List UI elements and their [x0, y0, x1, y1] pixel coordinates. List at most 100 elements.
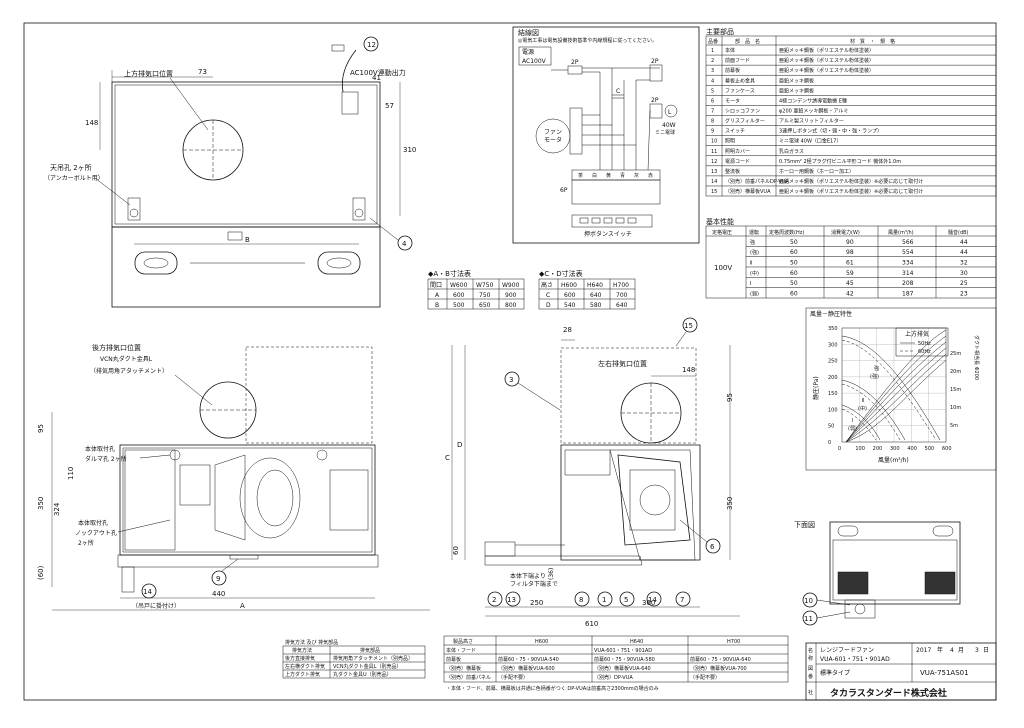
wiring-note: ◎電気工事は電気設備技術基準や内線規程に従ってください。 [518, 37, 657, 44]
svg-text:運転: 運転 [749, 230, 759, 236]
pq-y2label: ダクト相当長 Φ200 [973, 335, 980, 380]
svg-text:W900: W900 [502, 282, 520, 289]
model-table-cell: 前幕60・75・90VUA-540 [498, 656, 559, 663]
perf-noise: 44 [960, 249, 968, 256]
pq-ytick: 250 [828, 359, 838, 365]
callout-10: 10 [802, 592, 851, 608]
perf-noise: 30 [960, 270, 968, 277]
svg-text:VCN丸ダクト金具L: VCN丸ダクト金具L [100, 355, 153, 363]
parts-row-no: 9 [711, 129, 714, 135]
parts-row-name: シロッコファン [725, 108, 760, 114]
svg-text:消費電力(W): 消費電力(W) [831, 229, 860, 236]
svg-text:900: 900 [505, 292, 517, 299]
svg-text:部 品 名: 部 品 名 [735, 38, 760, 45]
perf-hz: 60 [790, 249, 798, 256]
perf-watt: 59 [846, 270, 854, 277]
pq-ylabel: 静圧(Pa) [812, 376, 820, 400]
parts-row-no: 12 [711, 159, 717, 165]
svg-text:11: 11 [804, 615, 813, 623]
svg-text:7: 7 [680, 596, 684, 604]
svg-text:品番: 品番 [708, 38, 718, 45]
perf-watt: 98 [846, 249, 854, 256]
perf-mode: (強) [750, 249, 759, 256]
callout-4: 4 [369, 217, 413, 251]
svg-text:赤: 赤 [648, 173, 653, 179]
svg-text:700: 700 [616, 292, 628, 299]
svg-text:定格電圧: 定格電圧 [712, 229, 732, 236]
label-ceiling-holes: 天吊孔 2ヶ所 [50, 163, 92, 172]
parts-row-spec: φ200 亜鉛メッキ鋼板・アルミ [779, 107, 848, 114]
perf-airflow: 187 [902, 290, 914, 297]
dim-310: 310 [403, 146, 416, 154]
parts-row-no: 6 [711, 98, 714, 104]
svg-text:2P: 2P [651, 58, 659, 65]
parts-row-spec: 亜鉛メッキ鋼板（ポリエステル粉体塗装）※必要に応じて取付け [779, 178, 923, 185]
svg-text:2ヶ所: 2ヶ所 [78, 539, 94, 547]
pq-curve-label: (中) [858, 405, 867, 412]
dim-B: B [245, 236, 250, 244]
callout-6: 6 [679, 519, 721, 554]
parts-row-name: モータ [725, 97, 740, 104]
svg-text:丸ダクト金具U（別売品）: 丸ダクト金具U（別売品） [333, 671, 392, 678]
pq-curve-label: Ⅰ [852, 418, 853, 424]
dim-148: 148 [85, 119, 98, 127]
dim-41: 41 [372, 74, 381, 82]
parts-row-spec: 0.75mm² 2極プラグ付ビニル平形コード 機体外1.0m [779, 158, 901, 165]
svg-text:2017: 2017 [916, 647, 931, 654]
svg-text:灰: 灰 [634, 172, 639, 179]
svg-text:750: 750 [479, 292, 491, 299]
parts-row-spec: ミニ電球 40W（口金E17） [779, 138, 841, 145]
svg-text:4: 4 [402, 240, 407, 248]
perf-watt: 90 [846, 239, 854, 246]
parts-row-name: 前面フード [725, 57, 750, 64]
svg-text:排気部品: 排気部品 [360, 647, 380, 654]
exhaust-table: 排気方法 及び 排気部品 排気方法 排気部品 後方直接排気 排気用角アタッチメン… [282, 639, 426, 679]
svg-text:610: 610 [585, 620, 598, 628]
svg-text:左右排気口位置: 左右排気口位置 [598, 359, 647, 368]
perf-mode: (中) [750, 270, 759, 277]
svg-text:本体取付孔: 本体取付孔 [85, 445, 115, 453]
callout-15: 15 [675, 317, 698, 347]
parts-row-spec: 亜鉛メッキ鋼板（ポリエステル粉体塗装） [779, 67, 874, 74]
svg-text:800: 800 [505, 302, 517, 309]
svg-text:60: 60 [452, 546, 460, 555]
svg-text:B: B [435, 302, 439, 309]
model-table-cell: （手配不要） [498, 674, 528, 681]
parts-row-no: 8 [711, 119, 714, 125]
perf-airflow: 334 [902, 259, 914, 266]
parts-row-no: 1 [711, 48, 714, 54]
svg-text:左右横ダクト排気: 左右横ダクト排気 [285, 663, 325, 670]
svg-text:50Hz: 50Hz [918, 341, 931, 347]
pq-ytick: 0 [828, 440, 831, 446]
svg-text:250: 250 [530, 599, 543, 607]
svg-text:黄: 黄 [606, 172, 611, 179]
svg-text:324: 324 [53, 502, 61, 516]
perf-mode: 強 [750, 239, 755, 246]
parts-row-spec: アルミ製スリットフィルター [779, 118, 844, 125]
svg-text:3: 3 [509, 376, 513, 384]
svg-text:(60): (60) [37, 565, 45, 580]
svg-text:フィルタ下端まで: フィルタ下端まで [510, 580, 558, 588]
svg-text:番: 番 [808, 673, 813, 680]
pq-curve-label: 強 [874, 365, 879, 372]
perf-noise: 32 [960, 259, 968, 266]
perf-mode: Ⅱ [750, 260, 752, 266]
svg-text:D: D [546, 302, 551, 309]
svg-text:14: 14 [648, 596, 657, 604]
svg-text:材 質 ・ 規 格: 材 質 ・ 規 格 [850, 38, 895, 45]
company-name: タカラスタンダード株式会社 [830, 687, 947, 699]
parts-row-spec: 乳白ガラス [779, 148, 804, 155]
svg-text:本体取付孔: 本体取付孔 [78, 519, 108, 527]
parts-row-no: 2 [711, 58, 714, 64]
svg-text:H640: H640 [630, 639, 643, 645]
svg-text:110: 110 [67, 467, 75, 480]
parts-row-name: 照明 [725, 139, 735, 145]
ab-table: ◆A・B寸法表 間口 W600 W750 W900 A 600 750 900 … [427, 269, 525, 310]
parts-row-no: 15 [711, 189, 717, 195]
parts-row-name: 幕板止め金具 [725, 77, 755, 84]
pq-ytick: 350 [828, 326, 838, 332]
pq-xtick: 600 [942, 446, 952, 452]
front-view: 左右排気口位置 148 28 C D 95 350 60 (36) 本体下端より… [445, 326, 740, 628]
